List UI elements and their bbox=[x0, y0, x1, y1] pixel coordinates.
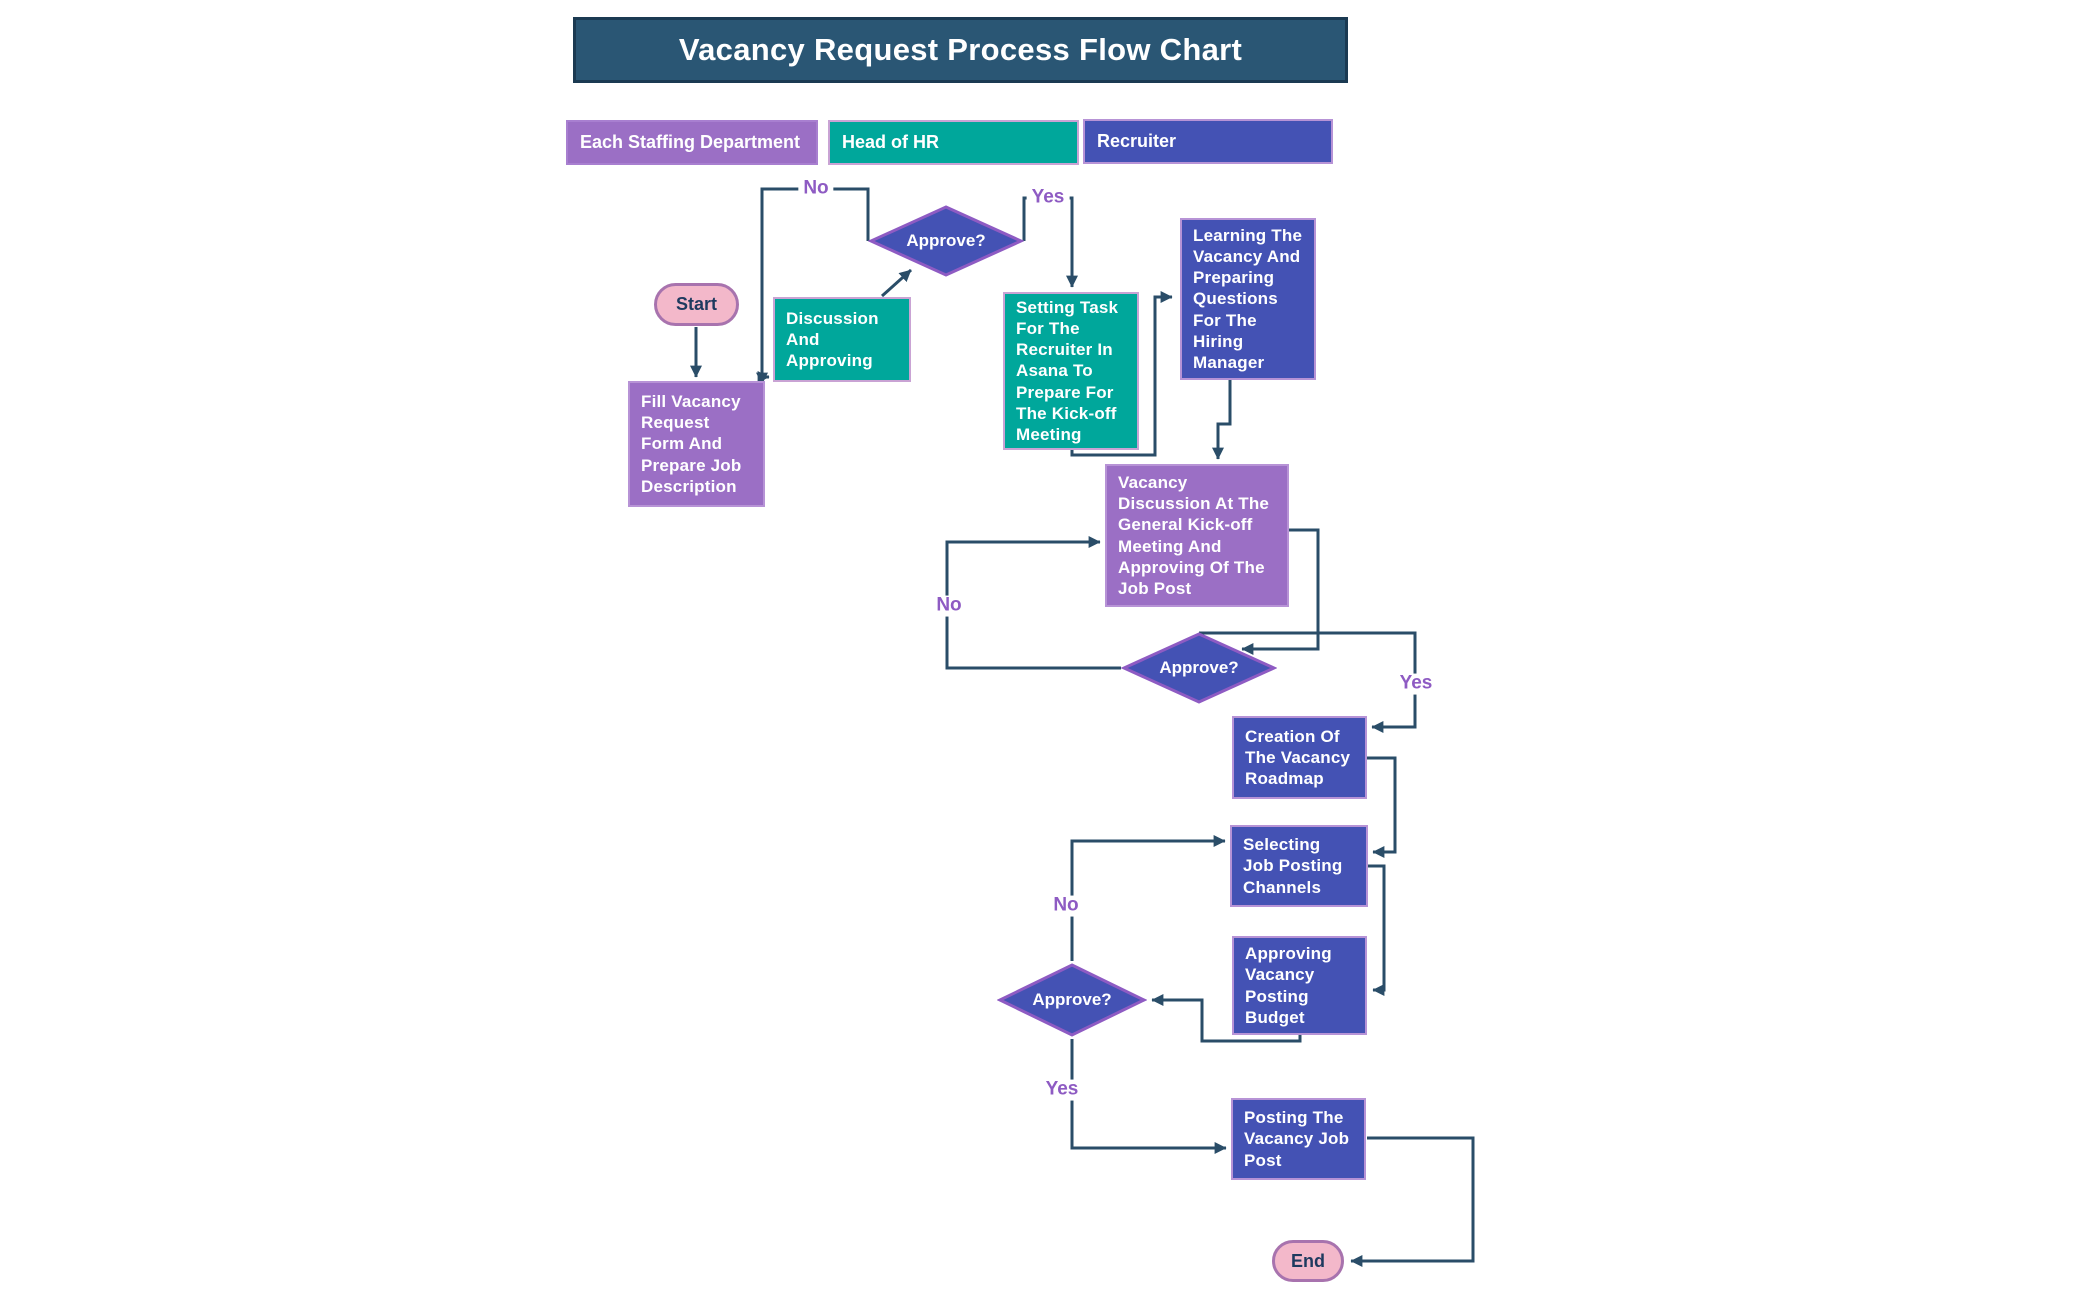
decision-label: Approve? bbox=[1032, 990, 1112, 1009]
process-approving-vacancy-posting-budget: Approving Vacancy Posting Budget bbox=[1232, 936, 1367, 1035]
edge-learning-to-vacancy-discussion bbox=[1212, 380, 1232, 460]
decision-label: Approve? bbox=[1159, 658, 1239, 677]
edge-approve3-yes-to-posting bbox=[1070, 1039, 1227, 1154]
edge-label-yes-2: Yes bbox=[1394, 673, 1438, 695]
decision-approve-2: Approve? bbox=[1121, 632, 1277, 704]
process-label: Posting The Vacancy Job Post bbox=[1244, 1108, 1350, 1170]
process-creation-of-vacancy-roadmap: Creation Of The Vacancy Roadmap bbox=[1232, 716, 1367, 799]
process-discussion-and-approving: Discussion And Approving bbox=[773, 297, 911, 382]
edge-label-yes-1: Yes bbox=[1026, 187, 1070, 209]
process-label: Creation Of The Vacancy Roadmap bbox=[1245, 726, 1351, 789]
end-node: End bbox=[1272, 1240, 1344, 1282]
process-posting-the-vacancy-job-post: Posting The Vacancy Job Post bbox=[1231, 1098, 1366, 1180]
process-fill-vacancy-request-form: Fill Vacancy Request Form And Prepare Jo… bbox=[628, 381, 765, 507]
process-selecting-job-posting-channels: Selecting Job Posting Channels bbox=[1230, 825, 1368, 907]
process-setting-task-in-asana: Setting Task For The Recruiter In Asana … bbox=[1003, 292, 1139, 450]
edge-label-no-3: No bbox=[1048, 895, 1084, 917]
edge-posting-to-end bbox=[1350, 1136, 1475, 1267]
lane-header-recruiter: Recruiter bbox=[1083, 119, 1333, 164]
page-title-text: Vacancy Request Process Flow Chart bbox=[678, 32, 1243, 67]
process-label: Setting Task For The Recruiter In Asana … bbox=[1016, 297, 1119, 445]
start-node: Start bbox=[654, 283, 739, 326]
edge-creation-to-selecting bbox=[1367, 756, 1397, 858]
lane-header-label: Each Staffing Department bbox=[580, 132, 801, 152]
lane-header-head-of-hr: Head of HR bbox=[828, 120, 1079, 165]
process-vacancy-discussion-kickoff: Vacancy Discussion At The General Kick-o… bbox=[1105, 464, 1289, 607]
edge-approve1-yes-to-setting-task bbox=[1022, 196, 1078, 288]
process-label: Vacancy Discussion At The General Kick-o… bbox=[1118, 472, 1270, 598]
process-label: Approving Vacancy Posting Budget bbox=[1245, 944, 1332, 1027]
process-learning-the-vacancy: Learning The Vacancy And Preparing Quest… bbox=[1180, 218, 1316, 380]
process-label: Discussion And Approving bbox=[786, 308, 879, 371]
lane-header-each-staffing-department: Each Staffing Department bbox=[566, 120, 818, 165]
diamond-shape bbox=[868, 205, 1024, 277]
decision-approve-3: Approve? bbox=[997, 963, 1147, 1037]
decision-label: Approve? bbox=[906, 231, 986, 250]
edge-label-no-1: No bbox=[798, 178, 834, 200]
page-title: Vacancy Request Process Flow Chart bbox=[573, 17, 1348, 83]
process-label: Selecting Job Posting Channels bbox=[1243, 835, 1343, 897]
edge-approve2-no-to-vacancy-discussion bbox=[945, 536, 1121, 670]
edge-label-no-2: No bbox=[931, 595, 967, 617]
diamond-shape bbox=[997, 963, 1147, 1037]
start-node-label: Start bbox=[675, 294, 717, 314]
edge-approve3-no-to-selecting bbox=[1070, 835, 1226, 961]
diamond-shape bbox=[1121, 632, 1277, 704]
decision-approve-1: Approve? bbox=[868, 205, 1024, 277]
edge-selecting-to-approving-budget bbox=[1368, 864, 1386, 996]
process-label: Learning The Vacancy And Preparing Quest… bbox=[1193, 225, 1303, 373]
lane-header-label: Recruiter bbox=[1097, 131, 1177, 151]
lane-header-label: Head of HR bbox=[842, 132, 940, 152]
process-label: Fill Vacancy Request Form And Prepare Jo… bbox=[641, 391, 742, 496]
end-node-label: End bbox=[1291, 1250, 1325, 1271]
edge-label-yes-3: Yes bbox=[1040, 1079, 1084, 1101]
